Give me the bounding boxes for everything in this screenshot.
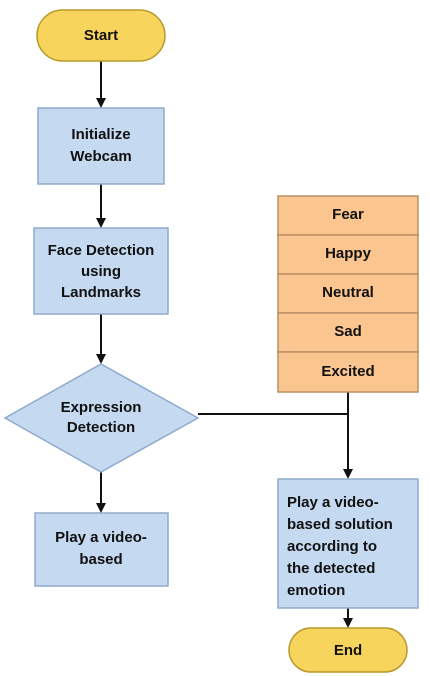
expression-detection-line-2: Detection xyxy=(67,419,135,436)
play-video-right-line-3: according to xyxy=(287,538,377,555)
face-detection-line-2: using xyxy=(81,263,121,280)
emotion-sad-label: Sad xyxy=(334,323,362,340)
play-video-right-box xyxy=(277,478,419,609)
emotion-neutral-label: Neutral xyxy=(322,284,374,301)
end-node-shape xyxy=(288,627,408,673)
emotion-excited-label: Excited xyxy=(321,363,374,380)
play-video-left-node: Play a video- based xyxy=(34,512,169,587)
end-node-label: End xyxy=(334,642,362,659)
expression-detection-node: Expression Detection xyxy=(3,363,200,473)
emotion-happy-box xyxy=(277,234,419,275)
emotion-sad-box xyxy=(277,312,419,353)
expression-detection-diamond xyxy=(3,363,200,473)
emotion-happy-label: Happy xyxy=(325,245,372,262)
initialize-webcam-line-1: Initialize xyxy=(71,126,130,143)
face-detection-box xyxy=(33,227,169,315)
end-node: End xyxy=(288,627,408,673)
expression-detection-line-1: Expression xyxy=(61,399,142,416)
face-detection-line-1: Face Detection xyxy=(48,242,155,259)
initialize-webcam-line-2: Webcam xyxy=(70,148,131,165)
face-detection-line-3: Landmarks xyxy=(61,284,141,301)
play-video-right-line-1: Play a video- xyxy=(287,494,379,511)
initialize-webcam-box xyxy=(37,107,165,185)
play-video-left-line-2: based xyxy=(79,551,122,568)
start-node-shape xyxy=(36,9,166,62)
play-video-left-line-1: Play a video- xyxy=(55,529,147,546)
start-node-label: Start xyxy=(84,27,118,44)
emotion-excited-box xyxy=(277,351,419,393)
play-video-right-line-2: based solution xyxy=(287,516,393,533)
play-video-right-node: Play a video- based solution according t… xyxy=(277,478,419,609)
emotions-list: Fear Happy Neutral Sad Excited xyxy=(277,195,419,393)
face-detection-node: Face Detection using Landmarks xyxy=(33,227,169,315)
emotion-fear-label: Fear xyxy=(332,206,364,223)
start-node: Start xyxy=(36,9,166,62)
play-video-right-line-5: emotion xyxy=(287,582,345,599)
initialize-webcam-node: Initialize Webcam xyxy=(37,107,165,185)
play-video-right-line-4: the detected xyxy=(287,560,375,577)
play-video-left-box xyxy=(34,512,169,587)
